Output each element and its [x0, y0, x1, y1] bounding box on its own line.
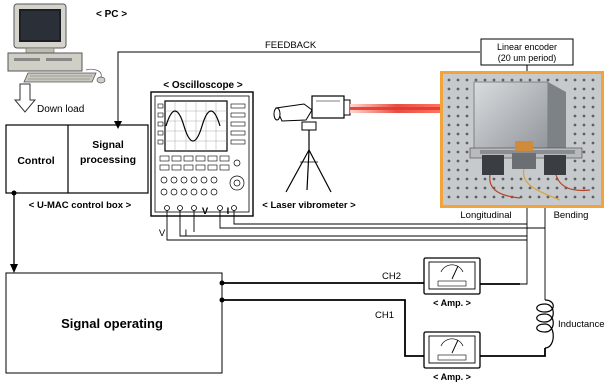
- inductance-coil-icon: [537, 300, 554, 348]
- bending-label: Bending: [554, 210, 589, 221]
- encoder-line-2: (20 um period): [498, 53, 557, 63]
- osc-i-terminal: I: [227, 206, 230, 217]
- ch1-line: [222, 300, 424, 356]
- signal-processing-label-1: Signal: [92, 139, 124, 151]
- ch1-label: CH1: [375, 310, 394, 321]
- laser-vibrometer-icon: [274, 96, 350, 192]
- pc-icon: [8, 4, 105, 83]
- signal-processing-label-2: processing: [80, 154, 136, 166]
- download-label: Down load: [37, 104, 84, 115]
- encoder-line-1: Linear encoder: [497, 42, 557, 52]
- oscilloscope-label: < Oscilloscope >: [163, 80, 243, 91]
- amp-upper-icon: [424, 258, 480, 294]
- osc-v-terminal: V: [202, 206, 209, 217]
- stage-photo: [440, 71, 604, 208]
- i-wire-label: I: [185, 228, 188, 239]
- inductance-label: Inductance: [558, 319, 604, 330]
- control-label: Control: [17, 155, 54, 167]
- amp-lower-icon: [424, 332, 480, 368]
- umac-caption: < U-MAC control box >: [29, 200, 132, 211]
- signal-operating-label: Signal operating: [61, 316, 163, 331]
- ch2-label: CH2: [382, 271, 401, 282]
- amp-upper-label: < Amp. >: [433, 298, 471, 308]
- measurement-wires: [167, 208, 545, 300]
- longitudinal-label: Longitudinal: [460, 210, 511, 221]
- v-wire-label: V: [159, 228, 166, 239]
- laser-label: < Laser vibrometer >: [262, 200, 356, 211]
- pc-label: < PC >: [96, 9, 127, 20]
- oscilloscope-icon: [151, 92, 253, 216]
- download-arrow: [15, 84, 35, 112]
- amp-lower-label: < Amp. >: [433, 372, 471, 382]
- feedback-label: FEEDBACK: [265, 40, 317, 51]
